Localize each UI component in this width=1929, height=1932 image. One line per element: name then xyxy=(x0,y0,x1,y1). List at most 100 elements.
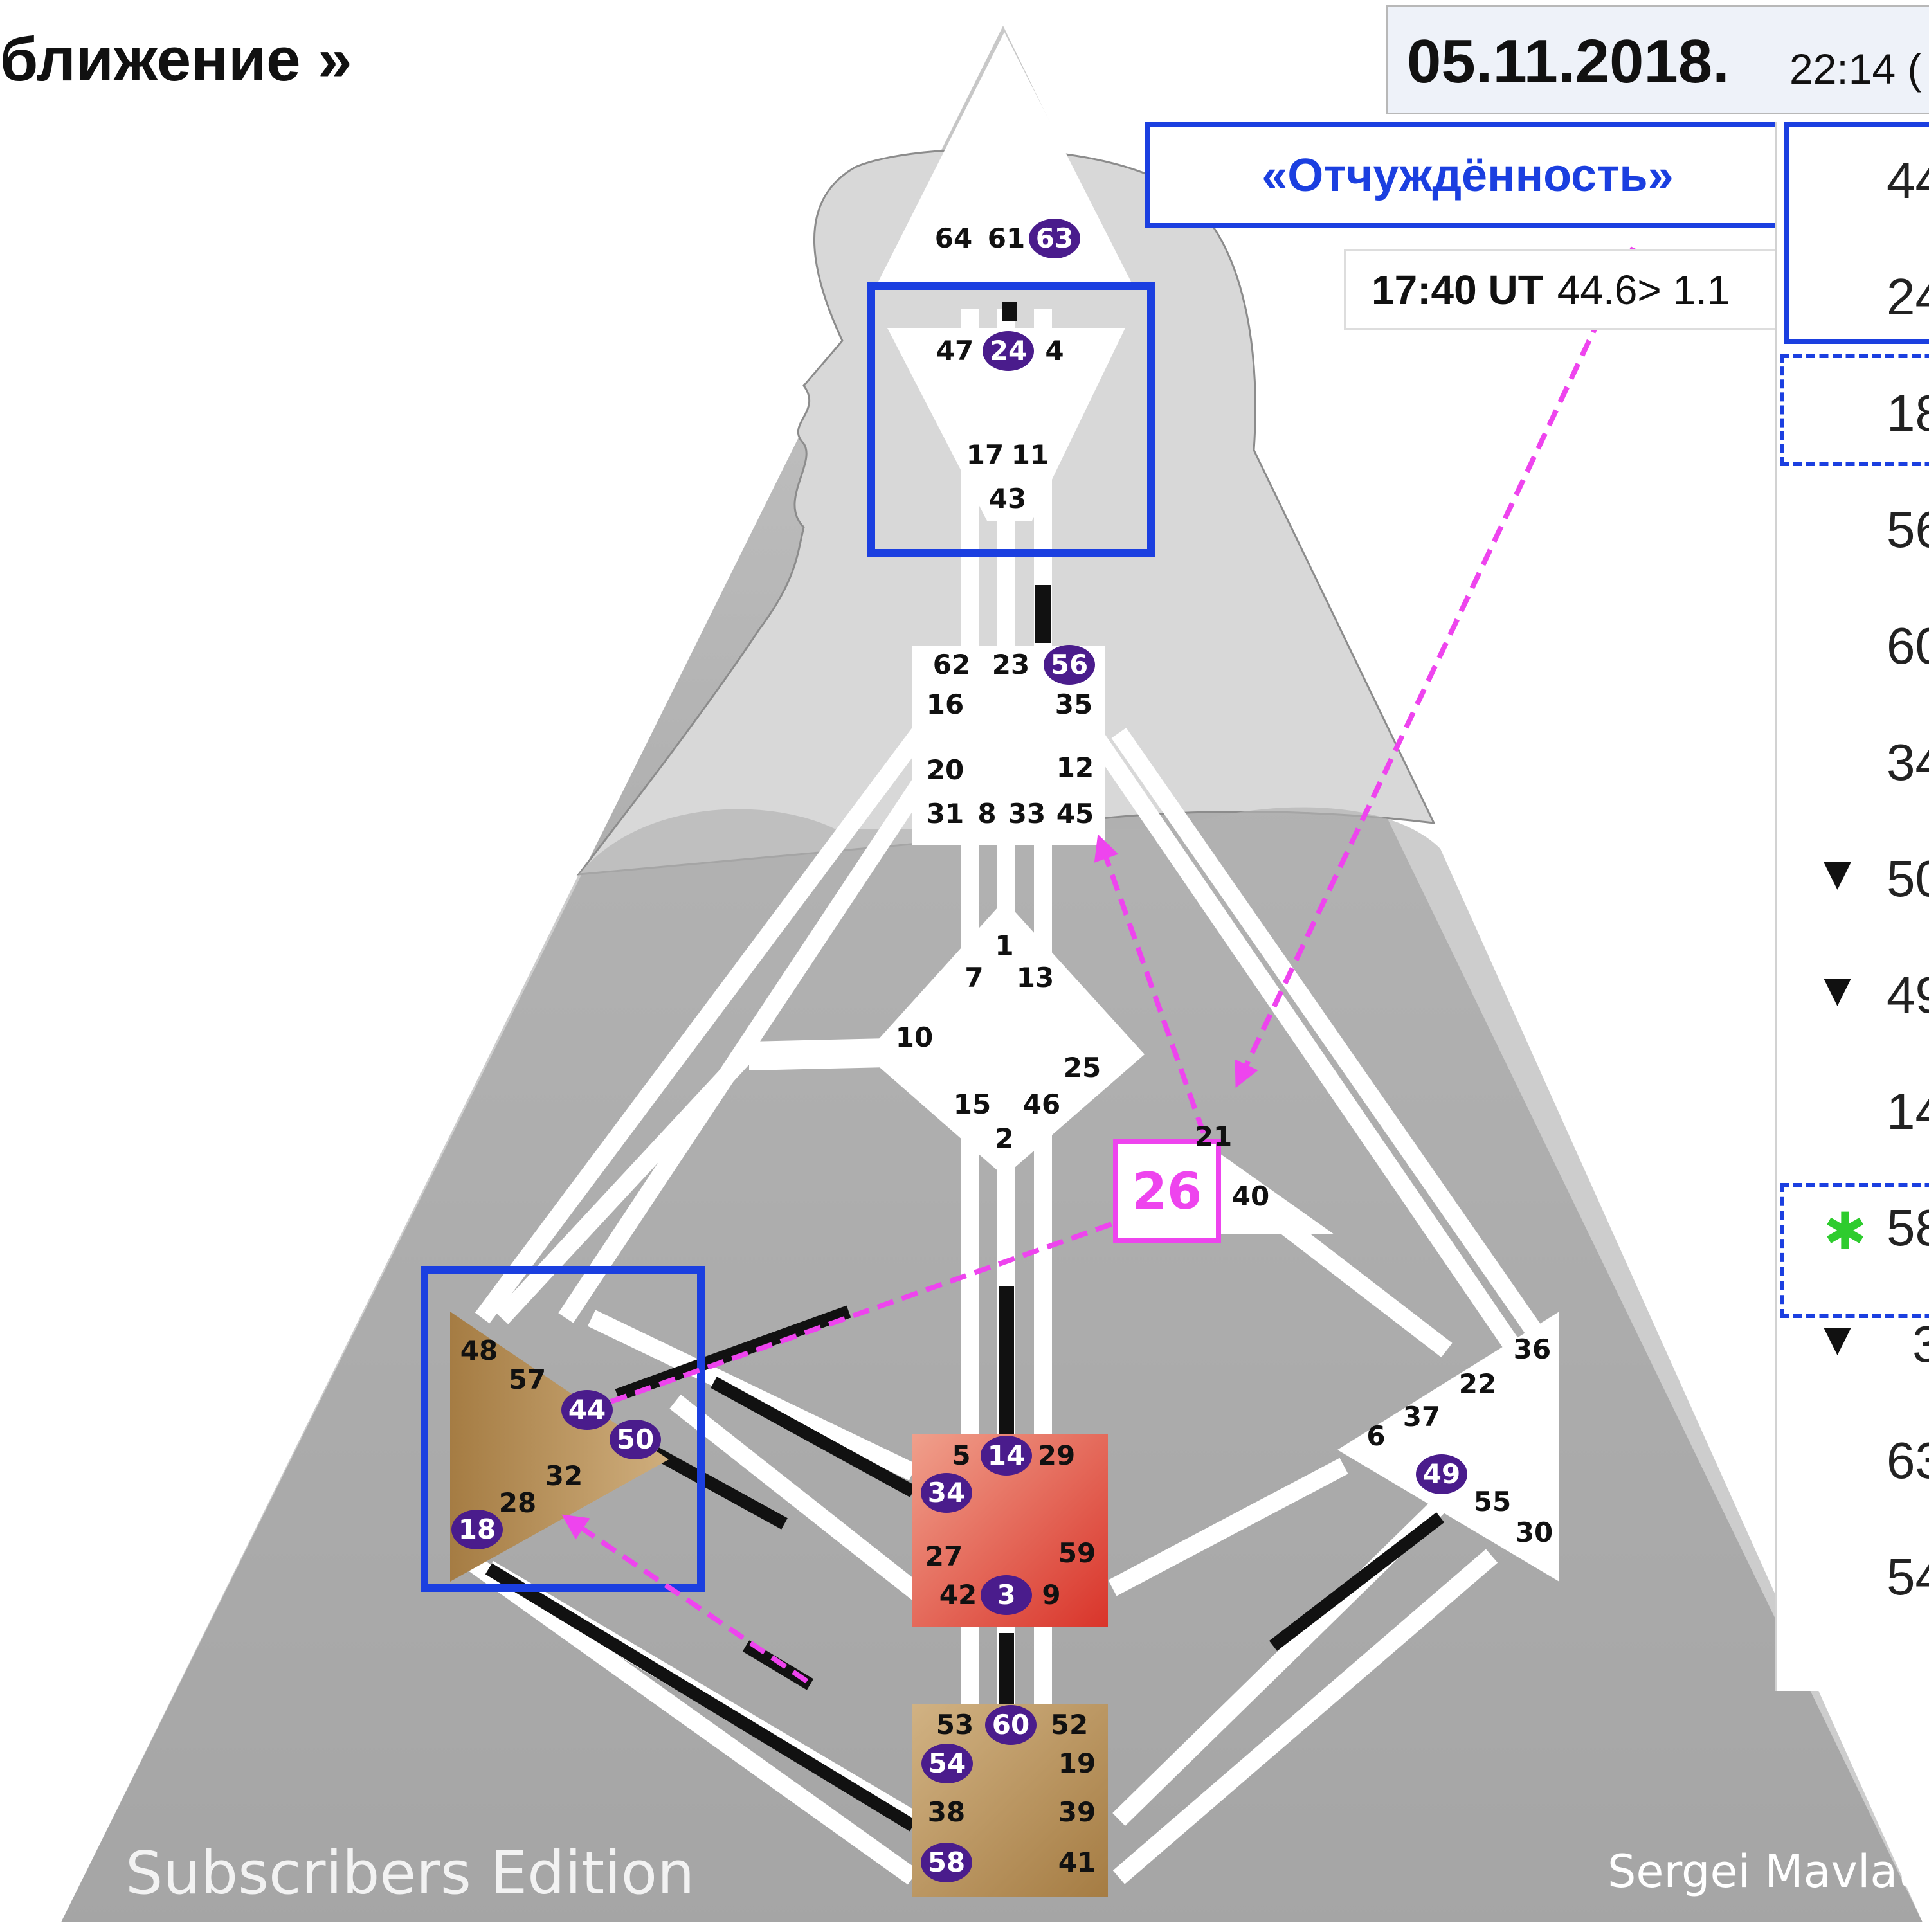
gate-14: 14 xyxy=(981,1436,1032,1476)
gate-11-label: 11 xyxy=(1011,439,1049,471)
side-list-item-label: 18 xyxy=(1887,384,1929,442)
gate-39: 39 xyxy=(1058,1796,1096,1828)
gate-10: 10 xyxy=(896,1022,933,1053)
gate-3-activation-marker xyxy=(981,1575,1032,1615)
gate-49-activation-marker xyxy=(1416,1454,1467,1494)
gate-13-label: 13 xyxy=(1017,962,1054,993)
body-shoulders xyxy=(61,807,1923,1922)
gate-61: 61 xyxy=(988,222,1025,254)
gate-52: 52 xyxy=(1051,1709,1088,1740)
gate-23: 23 xyxy=(992,649,1029,680)
gate-35: 35 xyxy=(1055,689,1092,720)
gate-42-label: 42 xyxy=(939,1579,977,1611)
gate-29-label: 29 xyxy=(1038,1440,1075,1471)
side-list-item-label: 50 xyxy=(1887,850,1929,907)
gate-38-label: 38 xyxy=(928,1796,965,1828)
gate-62: 62 xyxy=(933,649,970,680)
gate-9: 9 xyxy=(1042,1579,1060,1611)
gate-19-label: 19 xyxy=(1058,1747,1096,1779)
gate-61-label: 61 xyxy=(988,222,1025,254)
side-list-item-label: 56 xyxy=(1887,501,1929,558)
gate-50-label: 50 xyxy=(617,1423,654,1455)
ajna-highlight-box xyxy=(867,282,1155,557)
gate-5-label: 5 xyxy=(952,1440,970,1471)
gate-16-label: 16 xyxy=(927,689,964,720)
gate-30: 30 xyxy=(1516,1517,1553,1548)
gate-58-activation-marker xyxy=(921,1843,972,1882)
gate-41-label: 41 xyxy=(1058,1846,1096,1878)
gate-45-label: 45 xyxy=(1056,798,1094,829)
gate-46: 46 xyxy=(1023,1088,1060,1120)
down-triangle-icon: ▼ xyxy=(1824,1318,1852,1360)
gate-3: 3 xyxy=(981,1575,1032,1615)
gate-62-label: 62 xyxy=(933,649,970,680)
gate-50: 50 xyxy=(610,1420,661,1459)
gate-31-label: 31 xyxy=(927,798,964,829)
time-value: 22:14 ( xyxy=(1789,45,1922,93)
page-title: ближение » xyxy=(0,25,352,94)
gate-15-label: 15 xyxy=(954,1088,991,1120)
gate-53: 53 xyxy=(936,1709,974,1740)
gate-36-label: 36 xyxy=(1514,1333,1551,1365)
gate-37-label: 37 xyxy=(1403,1401,1440,1432)
gate-48: 48 xyxy=(460,1335,498,1366)
gate-1: 1 xyxy=(995,930,1013,961)
gate-27: 27 xyxy=(925,1540,963,1572)
side-list-top-box xyxy=(1784,122,1929,344)
side-list-item: 56 xyxy=(1777,494,1929,571)
gate-27-label: 27 xyxy=(925,1540,963,1572)
transit-values: 44.6> 1.1 xyxy=(1557,266,1730,313)
gate-1-label: 1 xyxy=(995,930,1013,961)
gate-33-label: 33 xyxy=(1008,798,1046,829)
gate-9-label: 9 xyxy=(1042,1579,1060,1611)
transit-info-box: 17:40 UT 44.6> 1.1 xyxy=(1344,249,1816,330)
pink-gate-label: 26 xyxy=(1132,1163,1202,1221)
gate-11: 11 xyxy=(1011,439,1049,471)
gate-34-activation-marker xyxy=(921,1473,972,1513)
gate-57: 57 xyxy=(509,1364,546,1395)
side-list-item-label: 34 xyxy=(1887,734,1929,791)
side-list-item: ▼3 xyxy=(1777,1308,1929,1386)
g-center xyxy=(865,900,1145,1177)
gate-29: 29 xyxy=(1038,1440,1075,1471)
side-list-dashed-box-1 xyxy=(1780,354,1929,466)
gate-43: 43 xyxy=(989,483,1026,514)
side-list-item: 63 xyxy=(1777,1425,1929,1502)
gate-32: 32 xyxy=(545,1460,583,1492)
gate-23-label: 23 xyxy=(992,649,1029,680)
gate-4: 4 xyxy=(1045,335,1064,366)
gate-20: 20 xyxy=(927,754,964,786)
gate-10-label: 10 xyxy=(896,1022,933,1053)
gate-64-label: 64 xyxy=(935,222,972,254)
gate-14-label: 14 xyxy=(988,1440,1025,1471)
gate-54-activation-marker xyxy=(921,1744,973,1783)
gate-20-label: 20 xyxy=(927,754,964,786)
ego-center xyxy=(1202,1141,1334,1234)
green-asterisk-icon: ✱ xyxy=(1824,1202,1867,1261)
gate-44-label: 44 xyxy=(568,1394,606,1425)
side-list-item-label: 63 xyxy=(1887,1432,1929,1489)
gate-54-label: 54 xyxy=(928,1747,966,1779)
gate-36: 36 xyxy=(1514,1333,1551,1365)
gate-34: 34 xyxy=(921,1473,972,1513)
gate-60: 60 xyxy=(985,1705,1037,1745)
gate-50-activation-marker xyxy=(610,1420,661,1459)
gate-49-label: 49 xyxy=(1423,1458,1460,1490)
gate-47-label: 47 xyxy=(936,335,974,366)
side-list-item: 60 xyxy=(1777,610,1929,687)
gate-49: 49 xyxy=(1416,1454,1467,1494)
gate-60-label: 60 xyxy=(992,1709,1029,1740)
gate-12: 12 xyxy=(1056,752,1094,783)
g-center-arm xyxy=(749,1038,887,1070)
side-list-item: 44 xyxy=(1777,145,1929,222)
gate-28-label: 28 xyxy=(499,1487,536,1519)
side-list-item-label: 3 xyxy=(1912,1315,1929,1374)
gate-44-activation-marker xyxy=(561,1390,613,1430)
gate-33: 33 xyxy=(1008,798,1046,829)
gate-8-label: 8 xyxy=(977,798,996,829)
solar-plexus-center xyxy=(1337,1312,1559,1582)
gate-44: 44 xyxy=(561,1390,613,1430)
